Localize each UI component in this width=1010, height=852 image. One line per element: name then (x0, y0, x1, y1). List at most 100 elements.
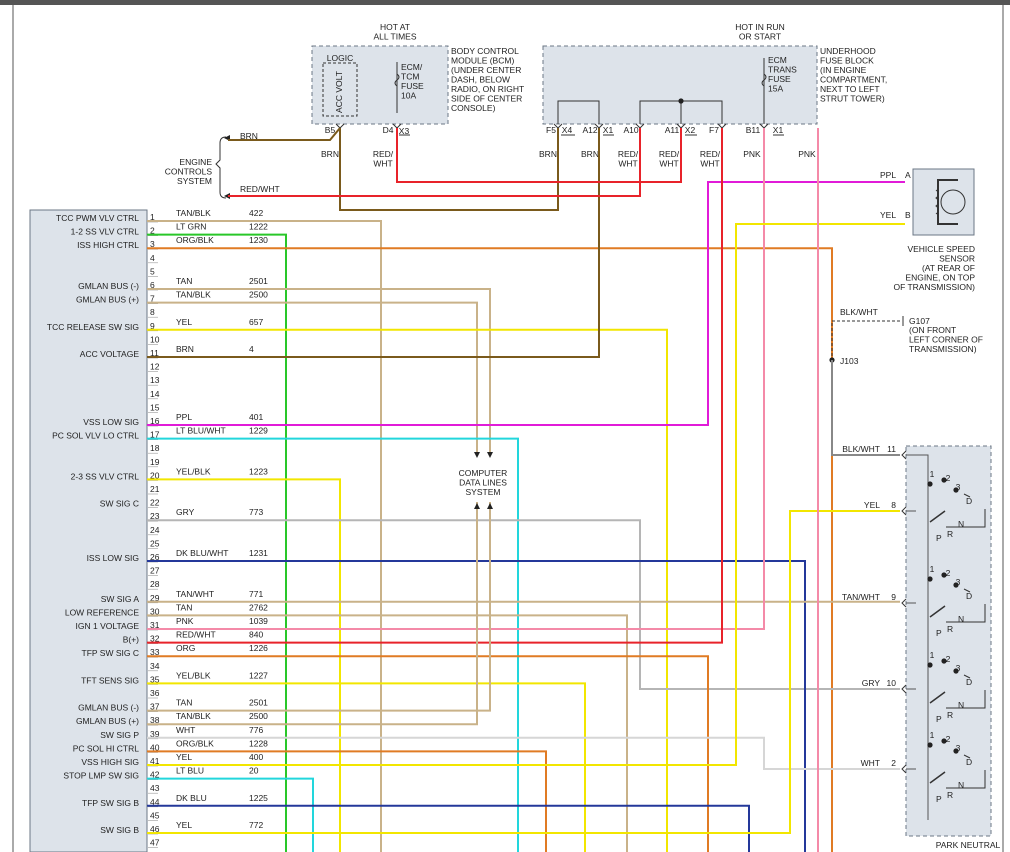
vss-description: (AT REAR OF (922, 263, 975, 273)
tcm-pin-function: GMLAN BUS (+) (76, 716, 139, 726)
switch-label: 2 (946, 734, 951, 744)
wire-color-label: ORG (176, 643, 195, 653)
park-neutral-pin-mark (901, 506, 907, 516)
tcm-pin-function: TCC RELEASE SW SIG (47, 322, 139, 332)
circuit-number: 1227 (249, 670, 268, 680)
park-neutral-pin: 2 (891, 758, 896, 768)
switch-label: P (936, 628, 942, 638)
park-neutral-wire-color: TAN/WHT (842, 592, 880, 602)
circuit-number: 657 (249, 317, 263, 327)
fuse-block-pin-x2: X2 (685, 125, 696, 135)
wire-color-label: DK BLU/WHT (176, 548, 228, 558)
redwht-label: WHT (659, 159, 678, 169)
tcm-pin-function: TFT SENS SIG (81, 675, 139, 685)
fuse-power-note: OR START (739, 32, 781, 42)
wire-tcc-release (147, 328, 668, 852)
fuse-block-description: FUSE BLOCK (820, 56, 874, 66)
fuse-block-pin-x1: X1 (773, 125, 784, 135)
wire-ign1 (147, 128, 765, 630)
fuse-block-fuse-label: 15A (768, 84, 783, 94)
switch-label: N (958, 700, 964, 710)
bcm-description: SIDE OF CENTER (451, 94, 522, 104)
tcm-pin-number: 28 (150, 579, 160, 589)
circuit-number: 771 (249, 589, 263, 599)
wire-bcm-redwht (396, 128, 682, 183)
brn-wire-label: BRN (240, 131, 258, 141)
wire-sw-sig-c (147, 519, 900, 690)
tcm-pin-number: 38 (150, 715, 160, 725)
fuse-block-fuse-label: ECM (768, 55, 787, 65)
circuit-number: 20 (249, 766, 259, 776)
switch-label: R (947, 790, 953, 800)
circuit-number: 773 (249, 507, 263, 517)
ground-description: (ON FRONT (909, 325, 956, 335)
tcm-pin-number: 7 (150, 294, 155, 304)
wire-tfp-b (147, 804, 750, 852)
wire-color-label: YEL (176, 820, 192, 830)
tcm-pin-number: 2 (150, 226, 155, 236)
bcm-description: MODULE (BCM) (451, 56, 514, 66)
switch-contact (941, 572, 947, 578)
wire-gmlan-pos-top (147, 301, 478, 452)
circuit-number: 2501 (249, 276, 268, 286)
switch-contact (953, 748, 959, 754)
tcm-pin-number: 19 (150, 457, 160, 467)
circuit-number: 4 (249, 344, 254, 354)
redwht-label: RED/ (700, 149, 721, 159)
wire-gmlan-pos-bot (147, 502, 478, 726)
tcm-pin-function: IGN 1 VOLTAGE (76, 621, 140, 631)
engine-controls-label: SYSTEM (177, 176, 212, 186)
switch-contact (927, 481, 933, 487)
wire-vss-low (147, 181, 905, 426)
park-neutral-ground-bus (906, 454, 929, 820)
fuse-block-description: NEXT TO LEFT (820, 84, 880, 94)
park-neutral-pin: 8 (891, 500, 896, 510)
switch-output (946, 509, 986, 528)
park-neutral-pin-mark (901, 764, 907, 774)
wire-gmlan-neg-bot (147, 502, 491, 712)
wire-bcm-brn-loop (339, 128, 559, 211)
switch-blade (929, 691, 946, 704)
vss-coil-icon (935, 189, 939, 215)
fuse-block-pin-a12: A12 (582, 125, 597, 135)
vss-description: ENGINE, ON TOP (905, 273, 975, 283)
ground-description: TRANSMISSION) (909, 344, 977, 354)
pnk-label: PNK (798, 149, 816, 159)
switch-label: 3 (956, 482, 961, 492)
tcm-pin-function: ISS HIGH CTRL (77, 240, 139, 250)
park-neutral-wire-color: WHT (861, 758, 880, 768)
switch-label: N (958, 780, 964, 790)
ground-dashed (831, 320, 900, 358)
engine-controls-label: CONTROLS (165, 167, 213, 177)
park-neutral-wire-color: GRY (862, 678, 881, 688)
tcm-pin-function: SW SIG C (100, 499, 139, 509)
tcm-pin-function: TFP SW SIG C (82, 648, 139, 658)
circuit-number: 1222 (249, 222, 268, 232)
circuit-number: 1228 (249, 738, 268, 748)
bcm-fuse-label: TCM (401, 72, 419, 82)
tcm-pin-number: 12 (150, 362, 160, 372)
switch-label: N (958, 519, 964, 529)
redwht-label: RED/ (659, 149, 680, 159)
tcm-pin-function: GMLAN BUS (-) (78, 703, 139, 713)
vss-description: VEHICLE SPEED (907, 244, 975, 254)
switch-blade (929, 510, 946, 523)
vss-pin-a: A (905, 170, 911, 180)
fuse-block-fuse-label: TRANS (768, 65, 797, 75)
circuit-number: 840 (249, 630, 263, 640)
tcm-pin-number: 45 (150, 810, 160, 820)
tcm-pin-number: 4 (150, 253, 155, 263)
park-neutral-pin-mark (901, 450, 907, 460)
wire-color-label: PPL (176, 412, 192, 422)
tcm-pin-function: SW SIG A (101, 594, 140, 604)
tcm-pin-number: 42 (150, 770, 160, 780)
data-lines-label: SYSTEM (466, 487, 501, 497)
bcm-fuse-label: 10A (401, 91, 416, 101)
wire-engine-redwht (228, 128, 641, 197)
tcm-pin-number: 20 (150, 470, 160, 480)
switch-label: 2 (946, 654, 951, 664)
wire-iss-high (147, 247, 833, 852)
switch-contact (953, 668, 959, 674)
switch-label: 1 (930, 650, 935, 660)
